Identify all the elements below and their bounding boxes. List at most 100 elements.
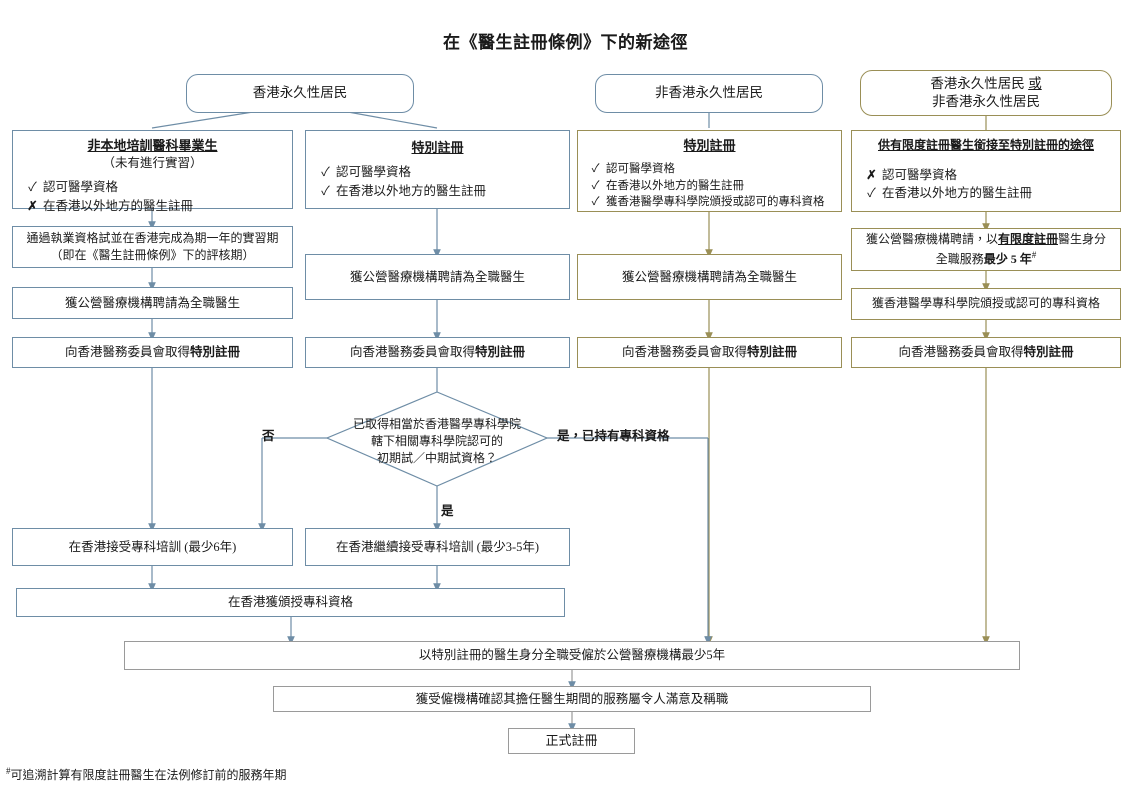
col1-step1-box: 通過執業資格試並在香港完成為期一年的實習期 （即在《醫生註冊條例》下的評核期） [12, 226, 293, 268]
header-hk-permanent-resident: 香港永久性居民 [186, 74, 414, 113]
decision-line-3: 初期試／中期試資格？ [376, 450, 497, 465]
check-icon: ✓ [591, 179, 600, 192]
col1-step1-line2: （即在《醫生註冊條例》下的評核期） [50, 248, 255, 262]
employer-confirmation-box: 獲受僱機構確認其擔任醫生期間的服務屬令人滿意及稱職 [273, 686, 871, 712]
criteria-text: 在香港以外地方的醫生註冊 [882, 186, 1033, 201]
criteria-text: 在香港以外地方的醫生註冊 [43, 198, 194, 213]
col4-step1-underline: 有限度註冊 [997, 232, 1058, 247]
decision-label-no: 否 [262, 429, 275, 443]
header-hk-or-non-hk-permanent-resident: 香港永久性居民 或 非香港永久性居民 [860, 70, 1112, 116]
col2-step2-prefix: 向香港醫務委員會取得 [349, 345, 475, 360]
criteria-text: 獲香港醫學專科學院頒授或認可的專科資格 [606, 196, 825, 209]
training-full-label: 在香港接受專科培訓 (最少6年) [68, 539, 237, 554]
header-line-1-text: 香港永久性居民 或 [930, 75, 1042, 91]
specialist-qualification-box: 在香港獲頒授專科資格 [16, 588, 565, 617]
page-title: 在《醫生註冊條例》下的新途徑 [443, 33, 688, 52]
col4-step2-label: 獲香港醫學專科學院頒授或認可的專科資格 [871, 296, 1100, 311]
col4-step1-mid: 醫生身分 [1058, 232, 1107, 247]
header-non-hk-permanent-resident: 非香港永久性居民 [595, 74, 823, 113]
col4-step1-line2-prefix: 全職服務 [935, 251, 984, 266]
criteria-text: 認可醫學資格 [43, 179, 119, 194]
col3-entry-box: 特別註冊 ✓ 認可醫學資格 ✓ 在香港以外地方的醫生註冊 ✓ 獲香港醫學專科學院… [577, 130, 842, 212]
col4-step3-prefix: 向香港醫務委員會取得 [898, 345, 1024, 360]
check-icon: ✓ [321, 164, 330, 179]
col3-step1-label: 獲公營醫療機構聘請為全職醫生 [621, 269, 797, 284]
serve-public-5-years-box: 以特別註冊的醫生身分全職受僱於公營醫療機構最少5年 [124, 641, 1020, 670]
decision-line-1: 已取得相當於香港醫學專科學院 [352, 417, 521, 431]
col4-criteria-list: ✗ 認可醫學資格 ✓ 在香港以外地方的醫生註冊 [856, 166, 1116, 204]
col1-step3-prefix: 向香港醫務委員會取得 [64, 345, 190, 360]
decision-line-2: 轄下相關專科學院認可的 [370, 433, 503, 448]
header-line-2: 非香港永久性居民 [932, 94, 1040, 109]
criteria-item: ✓ 在香港以外地方的醫生註冊 [320, 182, 565, 201]
col3-criteria-list: ✓ 認可醫學資格 ✓ 在香港以外地方的醫生註冊 ✓ 獲香港醫學專科學院頒授或認可… [582, 161, 837, 211]
col1-step1-line1: 通過執業資格試並在香港完成為期一年的實習期 [26, 230, 279, 245]
footnote-mark: # [6, 766, 11, 776]
header-label: 非香港永久性居民 [655, 85, 763, 101]
serve-public-5-years-label: 以特別註冊的醫生身分全職受僱於公營醫療機構最少5年 [418, 648, 726, 663]
decision-diamond-shape [325, 391, 549, 487]
check-icon: ✓ [867, 186, 876, 201]
col1-entry-subtitle: （未有進行實習） [102, 155, 203, 170]
col4-step1-box: 獲公營醫療機構聘請，以有限度註冊醫生身分 全職服務最少 5 年# [851, 228, 1121, 271]
decision-label-yes: 是 [441, 504, 454, 518]
col3-step2-emphasis: 特別註冊 [747, 345, 798, 360]
col2-step2-box: 向香港醫務委員會取得特別註冊 [305, 337, 570, 368]
criteria-text: 在香港以外地方的醫生註冊 [336, 183, 487, 198]
check-icon: ✓ [591, 162, 600, 175]
decision-label-yes-has-specialty: 是，已持有專科資格 [557, 429, 670, 443]
criteria-text: 在香港以外地方的醫生註冊 [606, 179, 744, 192]
full-registration-label: 正式註冊 [545, 732, 598, 748]
col2-step1-label: 獲公營醫療機構聘請為全職醫生 [349, 269, 525, 284]
col3-step2-prefix: 向香港醫務委員會取得 [621, 345, 747, 360]
criteria-item: ✓ 認可醫學資格 [590, 161, 837, 178]
col4-entry-box: 供有限度註冊醫生銜接至特別註冊的途徑 ✗ 認可醫學資格 ✓ 在香港以外地方的醫生… [851, 130, 1121, 212]
col2-entry-box: 特別註冊 ✓ 認可醫學資格 ✓ 在香港以外地方的醫生註冊 [305, 130, 570, 209]
criteria-text: 認可醫學資格 [336, 164, 412, 179]
check-icon: ✓ [591, 196, 600, 209]
footnote-marker: # [1031, 249, 1037, 260]
criteria-item: ✗ 認可醫學資格 [866, 166, 1116, 185]
col3-entry-title: 特別註冊 [683, 138, 736, 153]
col4-step3-emphasis: 特別註冊 [1023, 345, 1074, 360]
col2-criteria-list: ✓ 認可醫學資格 ✓ 在香港以外地方的醫生註冊 [310, 163, 565, 201]
criteria-item: ✓ 獲香港醫學專科學院頒授或認可的專科資格 [590, 194, 837, 211]
cross-icon: ✗ [27, 198, 38, 213]
header-line-1: 香港永久性居民 或 [861, 75, 1111, 93]
decision-text: 已取得相當於香港醫學專科學院 轄下相關專科學院認可的 初期試／中期試資格？ [322, 416, 552, 466]
col1-entry-title: 非本地培訓醫科畢業生 [87, 138, 218, 153]
col1-step2-label: 獲公營醫療機構聘請為全職醫生 [64, 295, 240, 310]
col1-step3-emphasis: 特別註冊 [190, 345, 241, 360]
employer-confirmation-label: 獲受僱機構確認其擔任醫生期間的服務屬令人滿意及稱職 [415, 691, 729, 706]
check-icon: ✓ [321, 183, 330, 198]
col1-entry-box: 非本地培訓醫科畢業生 （未有進行實習） ✓ 認可醫學資格 ✗ 在香港以外地方的醫… [12, 130, 293, 213]
header-underlined-or: 或 [1028, 75, 1042, 91]
training-continue-box: 在香港繼續接受專科培訓 (最少3-5年) [305, 528, 570, 566]
col4-entry-title: 供有限度註冊醫生銜接至特別註冊的途徑 [877, 138, 1094, 152]
col3-step1-box: 獲公營醫療機構聘請為全職醫生 [577, 254, 842, 300]
col4-step3-box: 向香港醫務委員會取得特別註冊 [851, 337, 1121, 368]
col2-step2-emphasis: 特別註冊 [475, 345, 526, 360]
col2-step1-box: 獲公營醫療機構聘請為全職醫生 [305, 254, 570, 300]
cross-icon: ✗ [866, 167, 877, 182]
footnote: #可追溯計算有限度註冊醫生在法例修訂前的服務年期 [6, 766, 287, 784]
col4-step2-box: 獲香港醫學專科學院頒授或認可的專科資格 [851, 288, 1121, 320]
criteria-text: 認可醫學資格 [606, 162, 675, 175]
col2-entry-title: 特別註冊 [411, 140, 464, 155]
col1-step3-box: 向香港醫務委員會取得特別註冊 [12, 337, 293, 368]
specialist-qualification-label: 在香港獲頒授專科資格 [227, 595, 353, 610]
training-full-box: 在香港接受專科培訓 (最少6年) [12, 528, 293, 566]
footnote-text: 可追溯計算有限度註冊醫生在法例修訂前的服務年期 [10, 768, 287, 782]
training-continue-label: 在香港繼續接受專科培訓 (最少3-5年) [335, 539, 540, 554]
criteria-text: 認可醫學資格 [882, 167, 958, 182]
criteria-item: ✓ 認可醫學資格 [27, 178, 288, 197]
col4-step1-line2-emphasis: 最少 5 年 [983, 251, 1032, 266]
criteria-item: ✓ 在香港以外地方的醫生註冊 [590, 178, 837, 195]
check-icon: ✓ [28, 179, 37, 194]
col1-criteria-list: ✓ 認可醫學資格 ✗ 在香港以外地方的醫生註冊 [17, 178, 288, 216]
col4-step1-prefix: 獲公營醫療機構聘請，以 [865, 232, 998, 247]
criteria-item: ✓ 在香港以外地方的醫生註冊 [866, 184, 1116, 203]
criteria-item: ✗ 在香港以外地方的醫生註冊 [27, 197, 288, 216]
